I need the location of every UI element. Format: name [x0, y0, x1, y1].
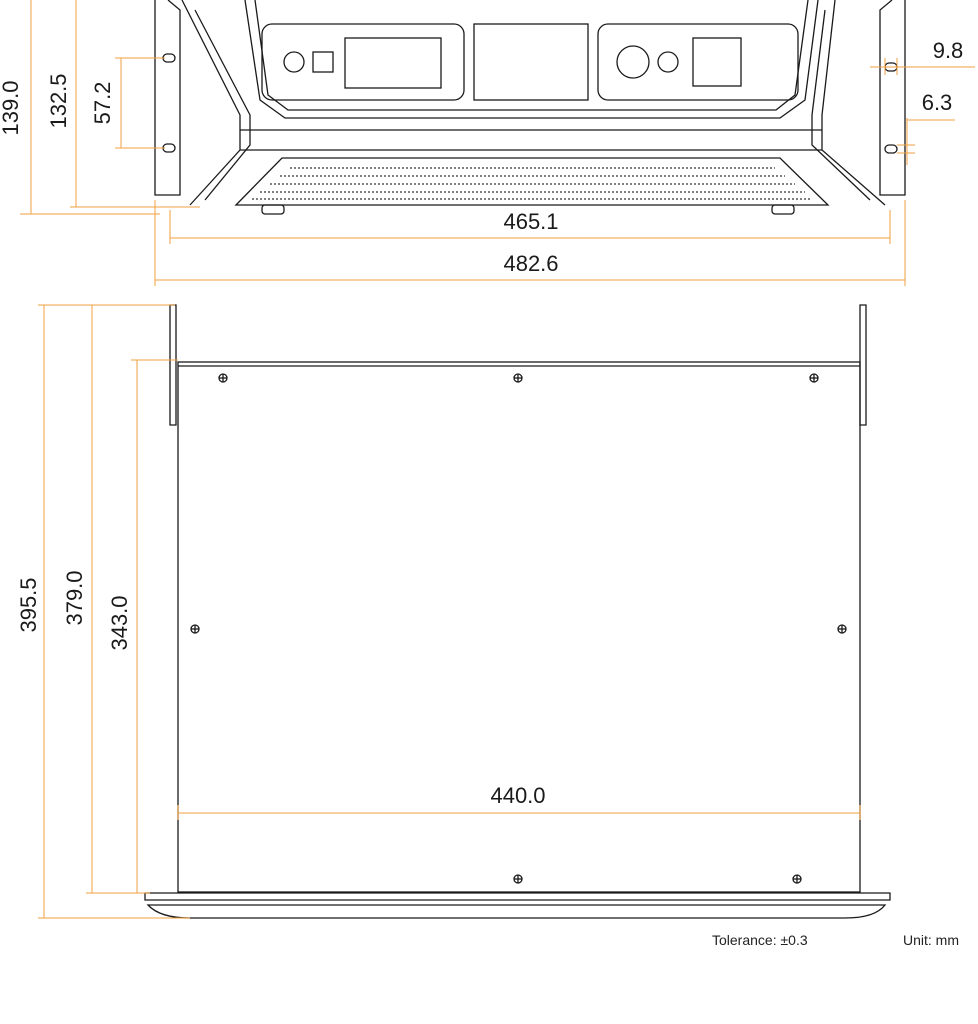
vent-frame — [234, 157, 830, 206]
chassis-right-profile-inner — [811, 9, 871, 201]
left-knob-icon — [283, 51, 305, 73]
left-rack-ear — [154, 0, 181, 196]
left-display — [344, 37, 442, 89]
dim-chassis-depth: 343.0 — [107, 595, 132, 650]
dim-overall-width: 482.6 — [503, 251, 558, 276]
front-panel-edge — [144, 892, 891, 901]
right-panel — [597, 23, 799, 101]
screws — [190, 373, 847, 884]
center-display — [473, 23, 589, 101]
front-bezel — [244, 0, 819, 119]
dim-body-depth: 379.0 — [62, 570, 87, 625]
left-button-icon — [312, 51, 334, 73]
front-view — [154, 0, 906, 215]
chassis-top — [177, 361, 861, 893]
left-panel — [261, 23, 465, 101]
unit-note: Unit: mm — [903, 932, 959, 948]
right-ear-hole-bottom — [884, 144, 898, 154]
front-bezel-inner — [254, 0, 809, 111]
vent-grille — [252, 167, 812, 200]
front-dimension-lines — [20, 0, 975, 286]
top-view — [144, 304, 891, 919]
dim-body-width: 465.1 — [503, 209, 558, 234]
right-knob-small-icon — [657, 51, 679, 73]
front-bezel-profile — [146, 904, 887, 919]
right-display — [692, 37, 742, 87]
dim-hole-offset: 9.8 — [933, 38, 964, 63]
dim-ear-hole-spacing: 57.2 — [90, 82, 115, 125]
top-right-ear — [859, 304, 867, 426]
chassis-left-profile — [181, 0, 241, 206]
dim-hole-diameter: 6.3 — [922, 90, 953, 115]
right-knob-large-icon — [616, 45, 650, 79]
right-rack-ear — [879, 0, 906, 196]
top-left-ear — [169, 304, 177, 426]
front-foot-left — [261, 204, 285, 215]
front-foot-right — [771, 204, 795, 215]
dim-chassis-width: 440.0 — [490, 783, 545, 808]
tolerance-note: Tolerance: ±0.3 — [712, 932, 808, 948]
top-dimension-lines — [38, 304, 861, 919]
dim-overall-height: 139.0 — [0, 80, 23, 135]
dim-overall-depth: 395.5 — [16, 577, 41, 632]
chassis-left-profile-inner — [194, 9, 251, 201]
dim-body-height: 132.5 — [46, 73, 71, 128]
chassis-right-profile — [821, 0, 886, 206]
